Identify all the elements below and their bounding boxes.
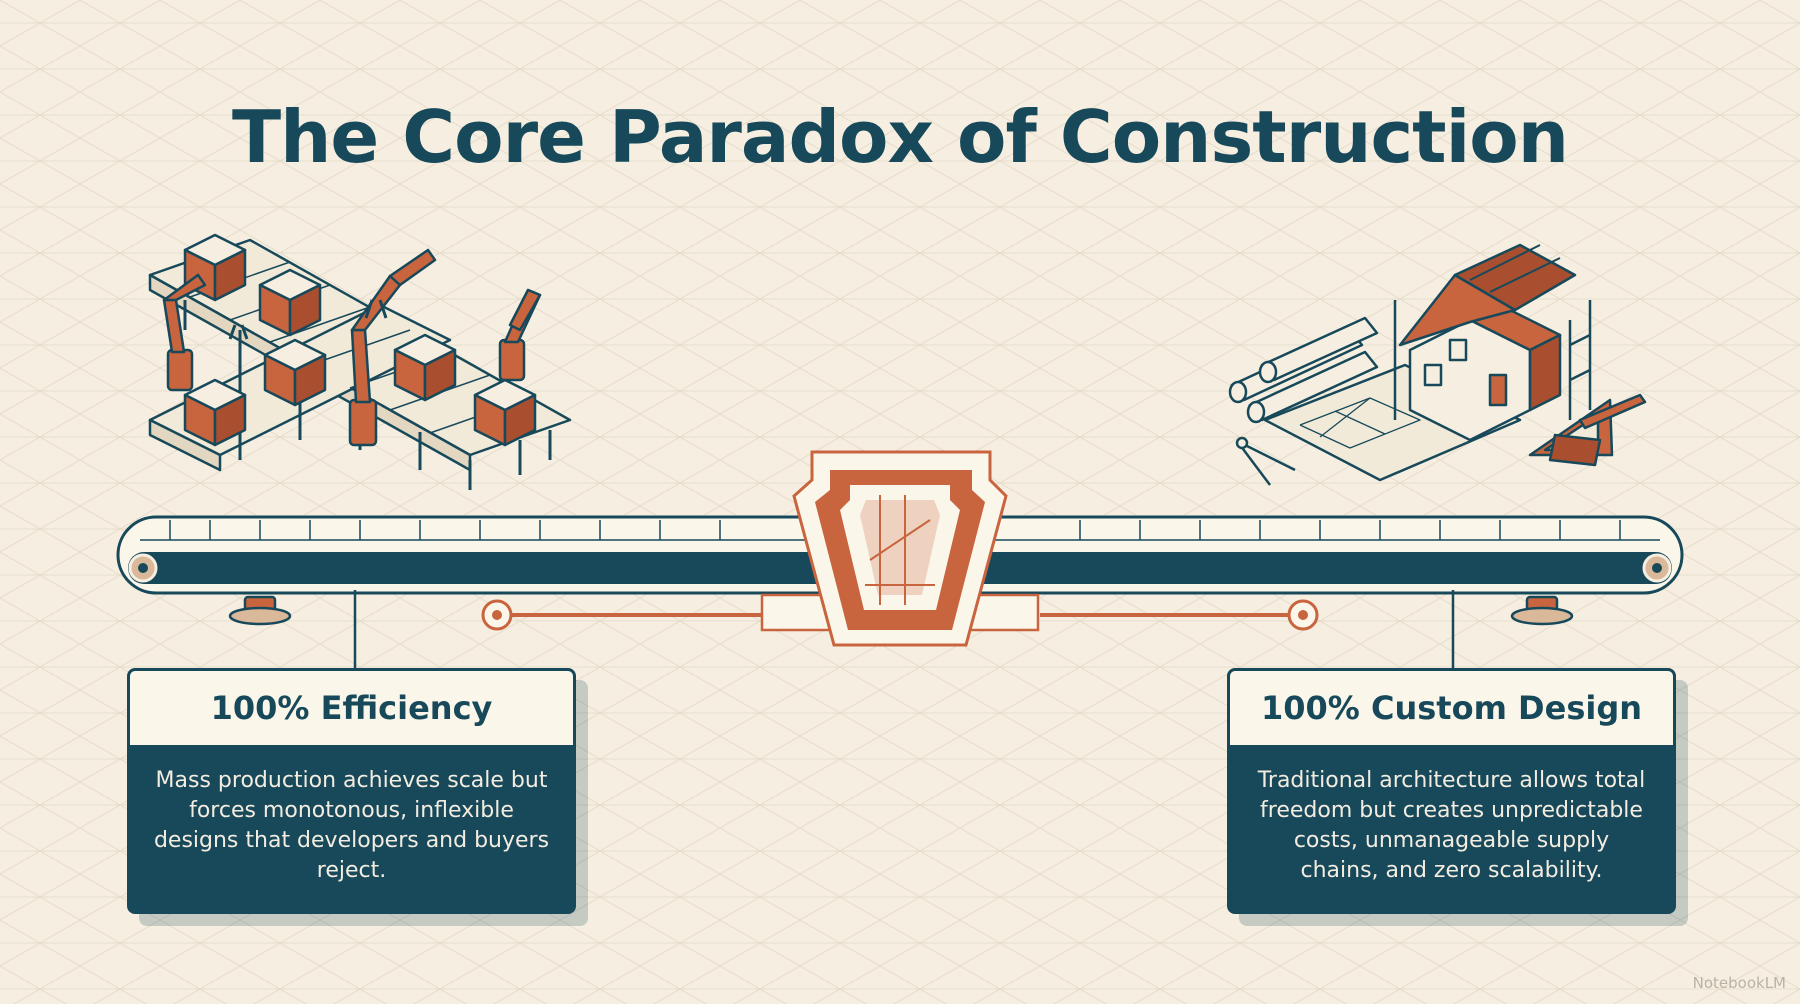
keystone-icon [792, 450, 1008, 647]
efficiency-card-heading: 100% Efficiency [130, 671, 573, 748]
factory-assembly-line-icon [148, 233, 572, 490]
page-title: The Core Paradox of Construction [232, 95, 1569, 179]
custom-design-card-heading: 100% Custom Design [1230, 671, 1673, 748]
custom-design-card-body: Traditional architecture allows total fr… [1257, 768, 1646, 883]
efficiency-card: 100% Efficiency Mass production achieves… [127, 668, 576, 914]
balance-beam [116, 515, 1684, 632]
custom-design-card: 100% Custom Design Traditional architect… [1227, 668, 1676, 914]
efficiency-card-body: Mass production achieves scale but force… [153, 768, 550, 883]
watermark: NotebookLM [1692, 974, 1786, 992]
house-under-construction-icon [1228, 243, 1647, 486]
